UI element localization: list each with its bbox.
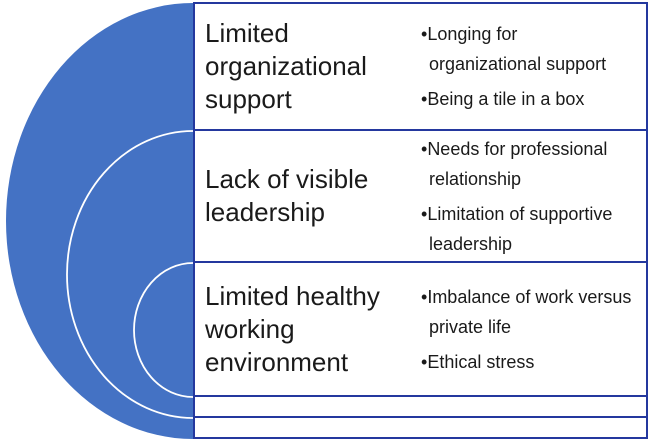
row-limited-healthy-working-environment: Limited healthy working environment •Imb… — [193, 261, 648, 397]
row-heading: Limited organizational support — [205, 18, 367, 114]
bullet-text: Imbalance of work versus private life — [427, 286, 632, 337]
bullet-item: •Needs for professional relationship — [421, 134, 634, 194]
row-heading: Limited healthy working environment — [205, 280, 380, 377]
bullet-item: •Longing for organizational support — [421, 19, 634, 79]
row-lack-of-visible-leadership: Lack of visible leadership •Needs for pr… — [193, 129, 648, 263]
empty-row-1 — [193, 395, 648, 418]
row-bullet-list: •Needs for professional relationship •Li… — [421, 134, 646, 259]
row-bullet-list: •Imbalance of work versus private life •… — [421, 282, 646, 377]
rows-container: Limited organizational support •Longing … — [193, 2, 648, 439]
bullet-icon: • — [421, 286, 428, 307]
empty-row-2 — [193, 416, 648, 439]
row-limited-organizational-support: Limited organizational support •Longing … — [193, 2, 648, 131]
bullet-text: Longing for organizational support — [427, 24, 607, 74]
bullet-item: •Ethical stress — [421, 347, 634, 377]
bullet-item: •Limitation of supportive leadership — [421, 199, 634, 259]
row-bullet-list: •Longing for organizational support •Bei… — [421, 19, 646, 114]
bullet-icon: • — [421, 24, 428, 44]
bullet-icon: • — [421, 203, 428, 224]
bullet-text: Being a tile in a box — [427, 89, 585, 109]
bullet-icon: • — [421, 351, 428, 372]
row-heading: Lack of visible leadership — [205, 164, 369, 227]
bullet-text: Limitation of supportive leadership — [427, 203, 613, 254]
bullet-icon: • — [421, 138, 428, 159]
bullet-item: •Imbalance of work versus private life — [421, 282, 634, 342]
bullet-item: •Being a tile in a box — [421, 84, 634, 114]
bullet-text: Needs for professional relationship — [427, 138, 608, 189]
bullet-text: Ethical stress — [427, 351, 535, 372]
bullet-icon: • — [421, 89, 428, 109]
